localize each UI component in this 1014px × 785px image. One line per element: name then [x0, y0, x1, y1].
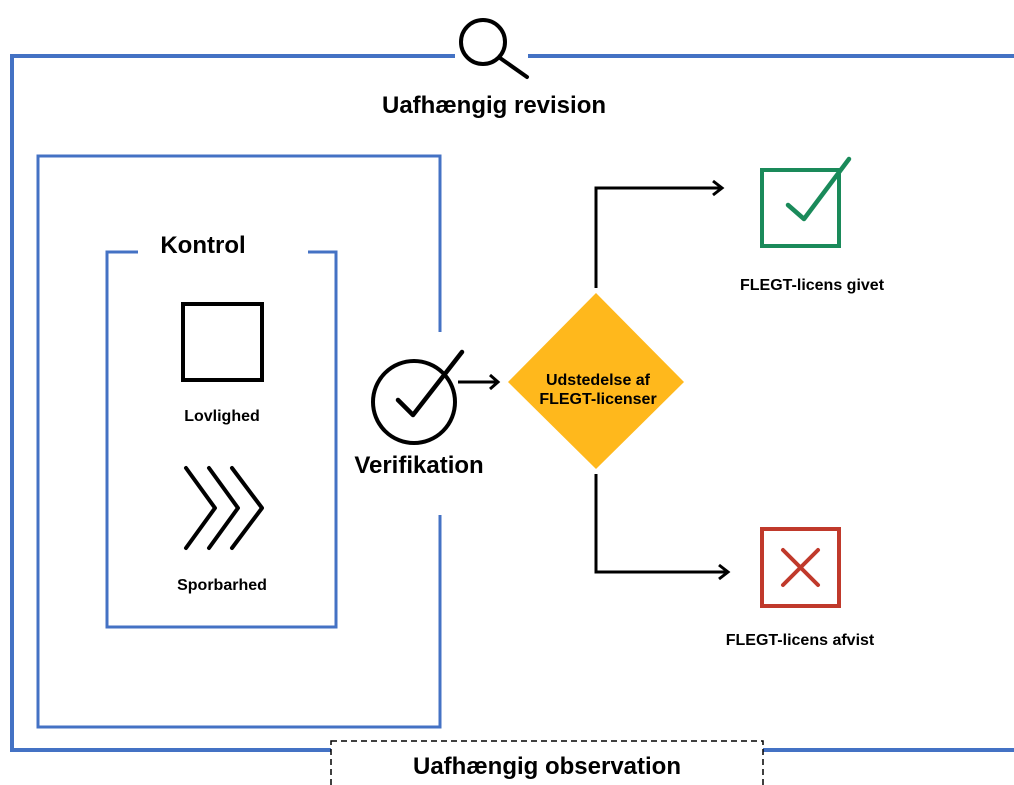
verification-label: Verifikation [354, 452, 483, 479]
traceability-label: Sporbarhed [177, 577, 267, 594]
control-frame [105, 250, 338, 629]
checkbox-checked-icon [760, 156, 852, 248]
control-title: Kontrol [160, 232, 245, 259]
arrow-to-rejected [594, 474, 731, 581]
arrow-to-decision [458, 373, 501, 391]
audit-title: Uafhængig revision [382, 92, 606, 119]
legality-label: Lovlighed [184, 408, 260, 425]
square-icon [181, 302, 264, 382]
magnifier-icon [459, 18, 529, 79]
decision-diamond [508, 293, 684, 469]
decision-label-line1: Udstedelse af [546, 372, 651, 389]
checkbox-cross-icon [760, 527, 841, 608]
granted-label: FLEGT-licens givet [740, 277, 885, 294]
verification-frame [36, 154, 442, 729]
circle-check-icon [371, 349, 465, 445]
arrow-to-granted [594, 179, 725, 288]
chevrons-icon [184, 466, 264, 550]
decision-label-line2: FLEGT-licenser [539, 391, 656, 408]
observation-label: Uafhængig observation [413, 753, 681, 780]
observation-box [330, 740, 764, 785]
rejected-label: FLEGT-licens afvist [726, 632, 875, 649]
